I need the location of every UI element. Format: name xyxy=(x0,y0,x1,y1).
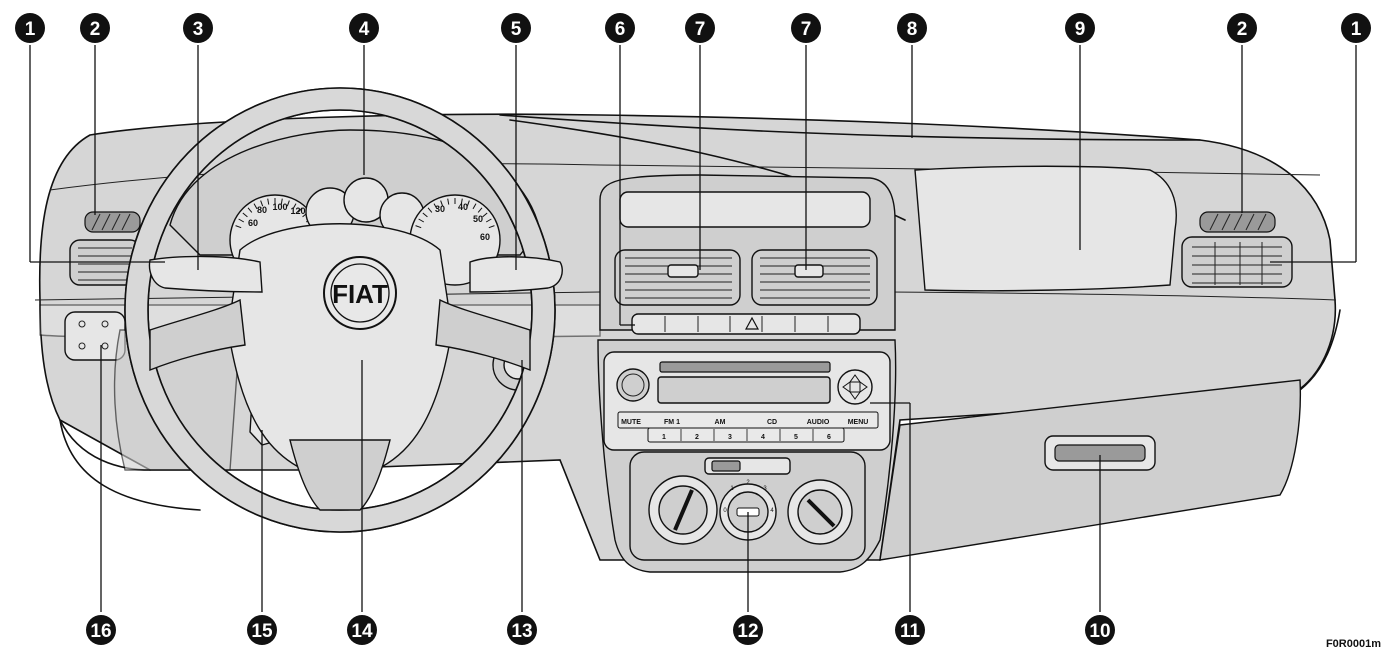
svg-text:16: 16 xyxy=(90,621,111,642)
radio-button-menu[interactable]: MENU xyxy=(848,419,869,426)
callout-4-instrument-cluster: 4 xyxy=(349,13,379,43)
center-switch-strip[interactable] xyxy=(631,313,861,335)
fan-label: 3 xyxy=(763,486,767,492)
svg-text:12: 12 xyxy=(737,621,758,642)
radio-button-cd[interactable]: CD xyxy=(767,419,777,426)
callout-2-right-side-window-vent: 2 xyxy=(1227,13,1257,43)
fiat-logo xyxy=(323,256,397,330)
callout-5-right-stalk: 5 xyxy=(501,13,531,43)
callout-1-left-side-vent: 1 xyxy=(15,13,45,43)
callout-13-ignition-switch: 13 xyxy=(507,615,537,645)
radio-preset-1[interactable]: 1 xyxy=(662,434,666,441)
callout-8-dashboard-top: 8 xyxy=(897,13,927,43)
callout-2-left-side-window-vent: 2 xyxy=(80,13,110,43)
radio-preset-4[interactable]: 4 xyxy=(761,434,765,441)
callout-12-climate-controls: 12 xyxy=(733,615,763,645)
svg-text:7: 7 xyxy=(801,19,812,40)
svg-text:1: 1 xyxy=(1351,19,1362,40)
speedo-label: 60 xyxy=(480,232,490,242)
callout-1-right-side-vent: 1 xyxy=(1341,13,1371,43)
radio-nav-pad[interactable] xyxy=(837,369,873,405)
svg-text:6: 6 xyxy=(615,19,626,40)
svg-text:9: 9 xyxy=(1075,19,1086,40)
svg-text:2: 2 xyxy=(90,19,101,40)
radio-button-mute[interactable]: MUTE xyxy=(621,419,641,426)
svg-text:3: 3 xyxy=(193,19,204,40)
radio-button-fm1[interactable]: FM 1 xyxy=(664,419,680,426)
speedo-label: 30 xyxy=(435,204,445,214)
callout-7-center-vent-right: 7 xyxy=(791,13,821,43)
svg-text:4: 4 xyxy=(359,19,370,40)
speedo-label: 40 xyxy=(458,202,468,212)
callout-15-lever: 15 xyxy=(247,615,277,645)
callout-11-radio: 11 xyxy=(895,615,925,645)
svg-text:13: 13 xyxy=(511,621,532,642)
radio-preset-5[interactable]: 5 xyxy=(794,434,798,441)
callout-6-center-switch-strip: 6 xyxy=(605,13,635,43)
fan-label: 1 xyxy=(730,486,734,492)
svg-text:15: 15 xyxy=(251,621,273,642)
svg-text:2: 2 xyxy=(1237,19,1248,40)
callout-3-left-stalk: 3 xyxy=(183,13,213,43)
passenger-airbag xyxy=(914,165,1177,292)
radio-preset-2[interactable]: 2 xyxy=(695,434,699,441)
radio-preset-3[interactable]: 3 xyxy=(728,434,732,441)
svg-text:10: 10 xyxy=(1089,621,1110,642)
fan-label: 2 xyxy=(746,480,750,486)
speedo-label: 50 xyxy=(473,214,483,224)
callout-16-light-switch-panel: 16 xyxy=(86,615,116,645)
callout-9-passenger-airbag: 9 xyxy=(1065,13,1095,43)
svg-text:8: 8 xyxy=(907,19,918,40)
fiat-logo-text: FIAT xyxy=(332,279,388,309)
callout-14-steering-wheel: 14 xyxy=(347,615,377,645)
callout-10-glove-box: 10 xyxy=(1085,615,1115,645)
svg-text:14: 14 xyxy=(351,621,373,642)
right-stalk[interactable] xyxy=(469,256,563,293)
hazard-icon xyxy=(744,316,760,330)
tacho-label: 60 xyxy=(248,218,258,228)
fan-label: 0 xyxy=(723,508,727,514)
radio-button-am[interactable]: AM xyxy=(715,419,726,426)
figure-code: F0R0001m xyxy=(1325,638,1381,650)
tacho-label: 80 xyxy=(257,205,267,215)
svg-text:7: 7 xyxy=(695,19,706,40)
fan-label: 4 xyxy=(770,508,774,514)
left-stalk[interactable] xyxy=(148,255,263,293)
svg-text:5: 5 xyxy=(511,19,522,40)
steering-wheel[interactable]: FIAT xyxy=(124,87,556,533)
radio-display xyxy=(657,376,831,404)
svg-text:11: 11 xyxy=(900,621,921,642)
tacho-label: 100 xyxy=(272,202,287,212)
radio-preset-6[interactable]: 6 xyxy=(827,434,831,441)
callout-7-center-vent-left: 7 xyxy=(685,13,715,43)
radio-button-audio[interactable]: AUDIO xyxy=(807,419,830,426)
tacho-label: 120 xyxy=(290,206,305,216)
svg-text:1: 1 xyxy=(25,19,36,40)
